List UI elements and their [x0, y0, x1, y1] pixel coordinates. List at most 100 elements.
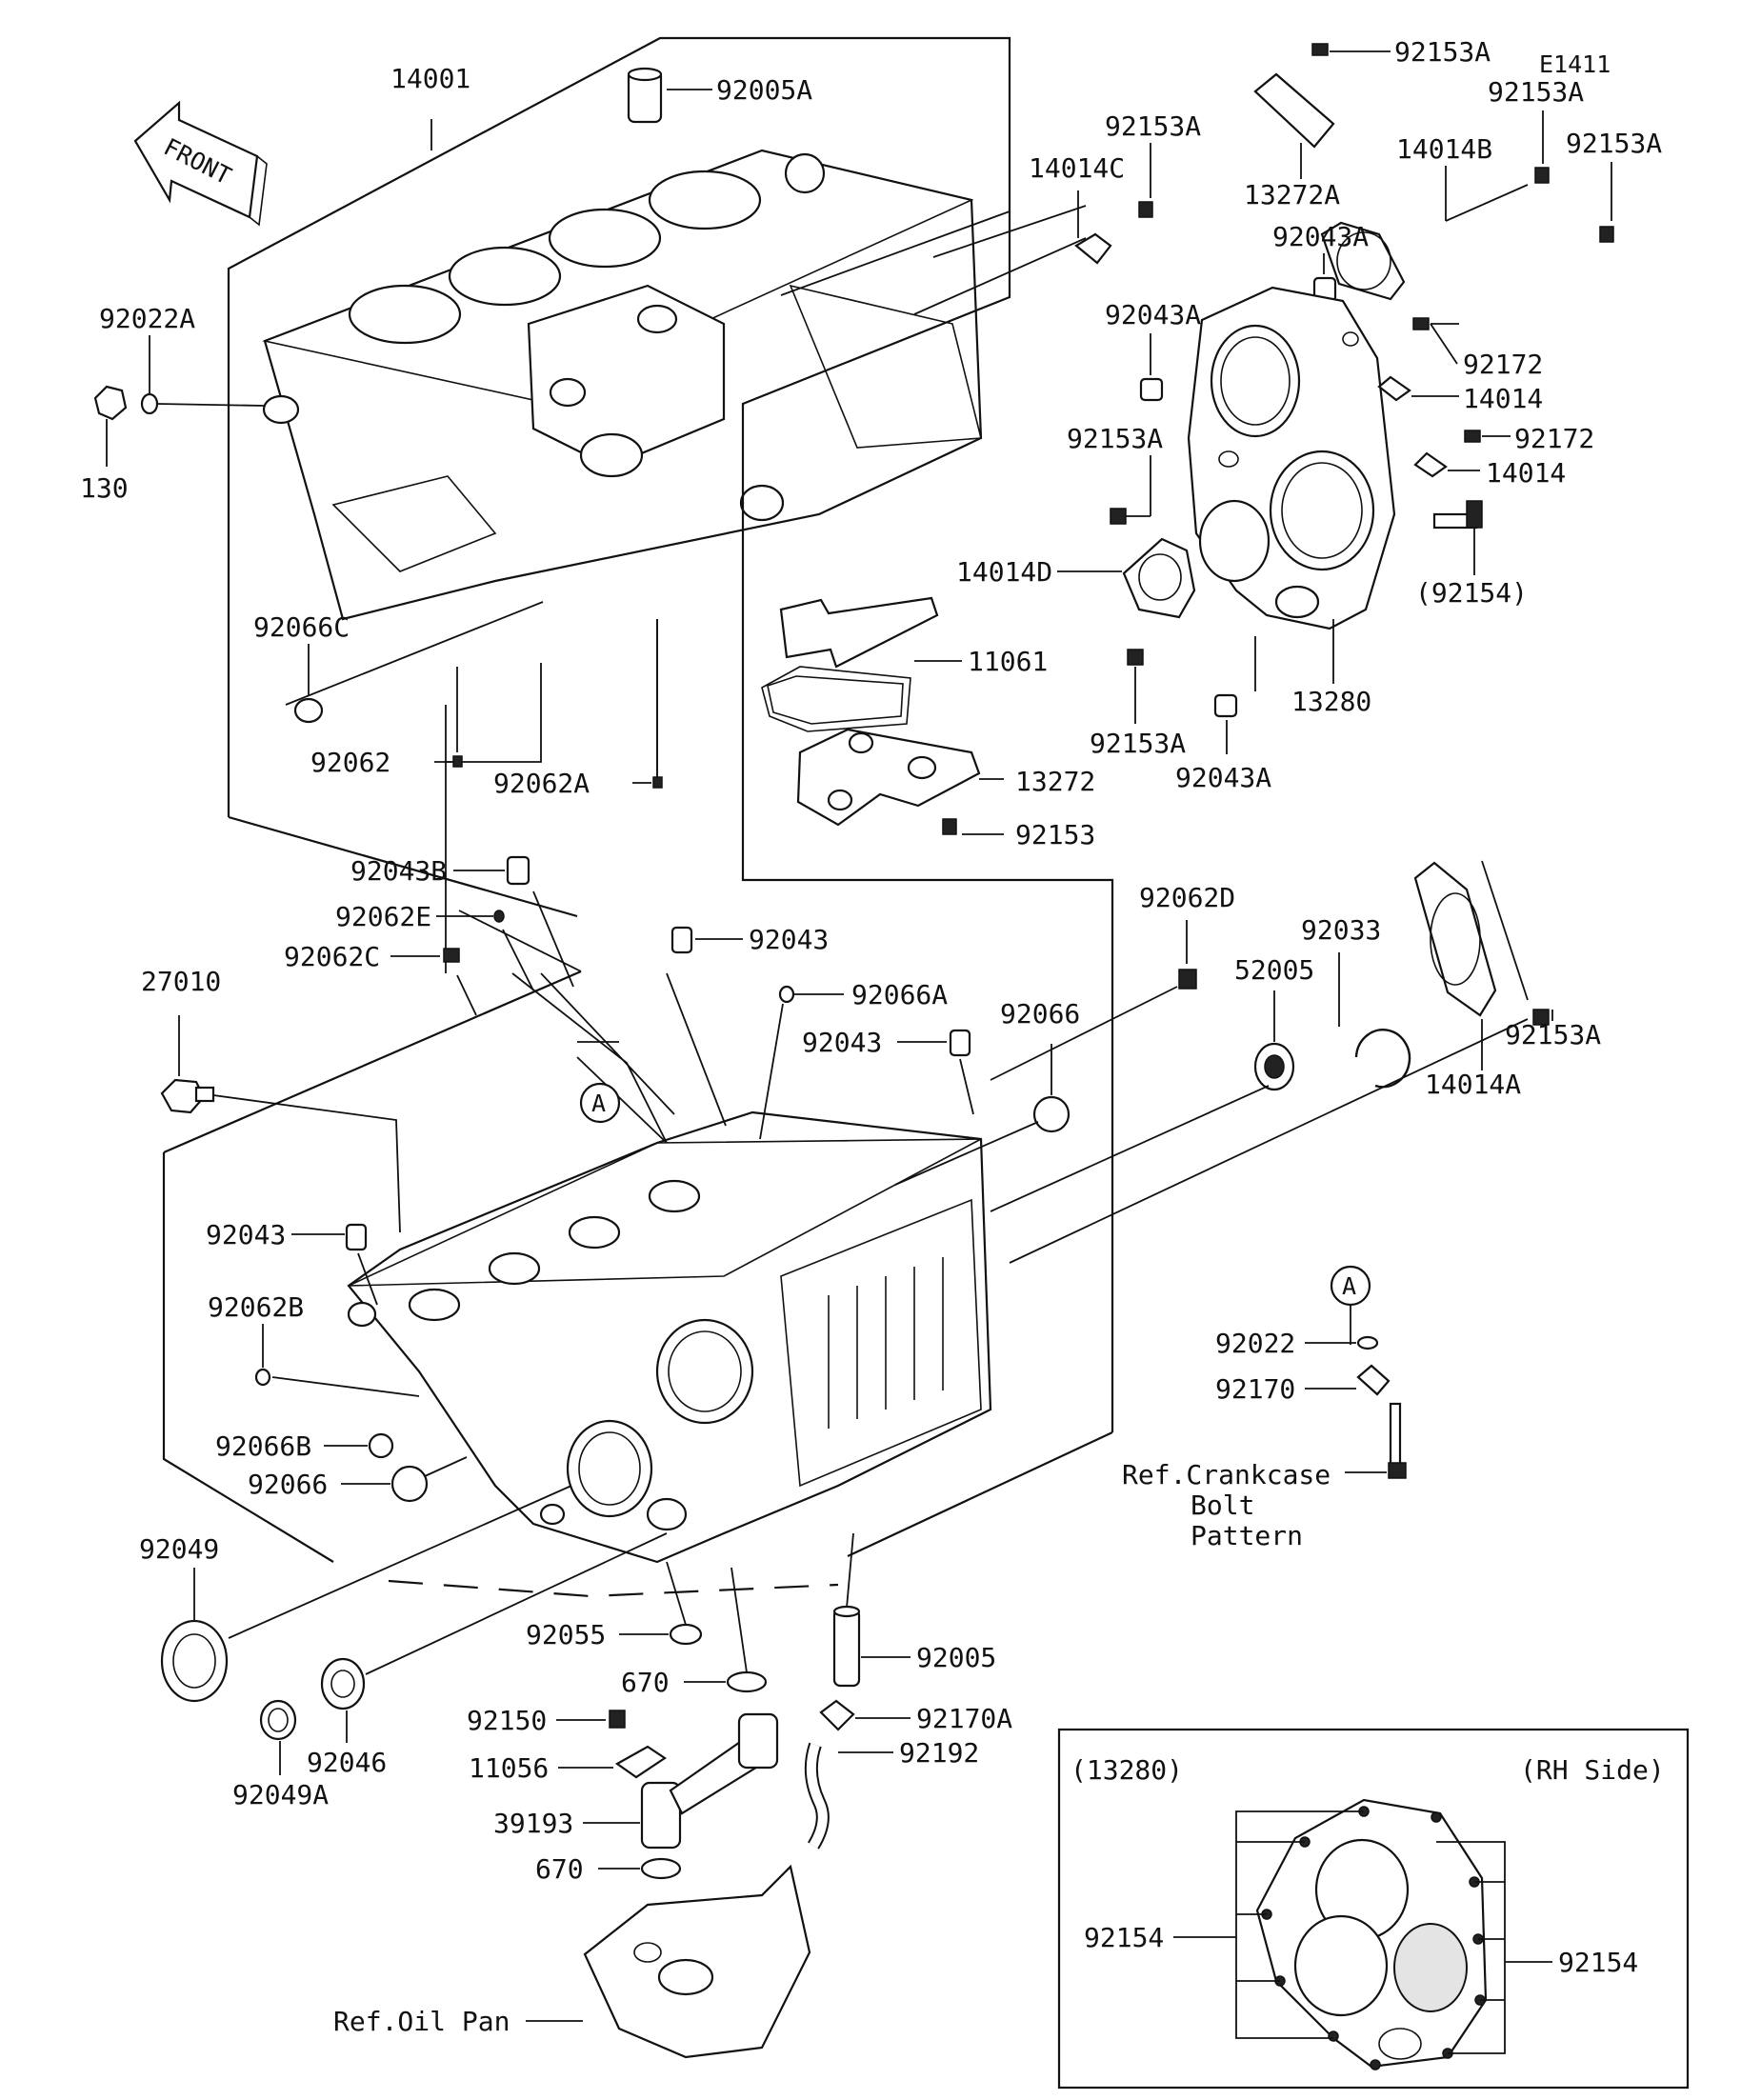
label-27010: 27010	[141, 966, 221, 997]
gasket-14014D: 14014D	[956, 537, 1196, 619]
inset-title: (13280)	[1071, 1754, 1183, 1786]
label-11061: 11061	[968, 646, 1048, 677]
dowel-92043B: 92043B	[350, 855, 574, 988]
gasket-11061: 11061	[761, 596, 1048, 732]
label-92150: 92150	[467, 1705, 547, 1736]
pin-92062E: 92062E	[335, 901, 534, 991]
label-130: 130	[80, 472, 129, 504]
label-52005: 52005	[1234, 954, 1314, 986]
marker-A-lower-case: A	[577, 1041, 621, 1124]
label-92192: 92192	[899, 1737, 979, 1769]
label-92043-1: 92043	[749, 924, 829, 955]
label-92066-1: 92066	[1000, 998, 1080, 1030]
label-92043A-2: 92043A	[1105, 299, 1201, 330]
dowel-92043-2: 92043	[802, 1027, 974, 1115]
plug-92066B: 92066B	[215, 1430, 394, 1462]
label-13272: 13272	[1015, 766, 1095, 797]
label-92066-2: 92066	[248, 1469, 328, 1500]
upper-crankcase	[262, 149, 983, 621]
label-92055: 92055	[526, 1619, 606, 1650]
marker-A-label-2: A	[1342, 1272, 1356, 1300]
label-92022: 92022	[1215, 1328, 1295, 1359]
seal-92049: 92049	[139, 1485, 572, 1703]
lower-case-frame	[162, 1152, 334, 1563]
washer-92022: 92022	[1215, 1328, 1379, 1359]
dowel-92005A: 92005A	[627, 67, 812, 124]
label-ref-crankcase-pattern: Pattern	[1191, 1520, 1303, 1551]
bearing-92046: 92046	[307, 1532, 668, 1778]
inset-side: (RH Side)	[1520, 1754, 1665, 1786]
label-ref-crankcase-bolt: Bolt	[1191, 1490, 1254, 1521]
label-92043A-3: 92043A	[1175, 762, 1271, 793]
pin-92062D: 92062D	[990, 882, 1235, 1081]
inset-cover-13280	[1255, 1798, 1488, 2070]
label-92049: 92049	[139, 1533, 219, 1565]
label-92062E: 92062E	[335, 901, 431, 932]
label-92062C: 92062C	[284, 941, 380, 972]
pin-92062: 92062	[310, 667, 463, 778]
pin-92062B: 92062B	[208, 1291, 420, 1397]
label-92066B: 92066B	[215, 1430, 311, 1462]
label-92154-paren: (92154)	[1415, 577, 1528, 609]
label-92043-3: 92043	[206, 1219, 286, 1250]
label-670-1: 670	[621, 1667, 670, 1698]
pin-92062A: 92062A	[493, 768, 663, 799]
clamp-92170: 92170	[1215, 1364, 1391, 1405]
cover-13272A: 13272A	[1244, 72, 1340, 210]
label-14014C: 14014C	[1029, 152, 1125, 184]
marker-A-label-1: A	[591, 1090, 606, 1117]
label-92049A: 92049A	[232, 1779, 329, 1810]
label-92153: 92153	[1015, 819, 1095, 850]
plug-92066C: 92066C	[253, 611, 350, 724]
plate-14014C: 14014C	[1029, 152, 1125, 265]
label-92062D: 92062D	[1139, 882, 1235, 913]
bolt-92153A-14014B-b: 92153A	[1566, 128, 1662, 243]
marker-A-bolt-pattern: A	[1330, 1265, 1371, 1345]
label-92062A: 92062A	[493, 768, 590, 799]
dowel-92043-3: 92043	[206, 1219, 378, 1306]
hose-92192: 92192	[804, 1737, 979, 1850]
bracket-11056: 11056	[469, 1745, 667, 1784]
inset-box	[1057, 1728, 1690, 2090]
label-92153A-7: 92153A	[1505, 1019, 1601, 1050]
clamp-14014-1: 14014	[1377, 375, 1543, 414]
label-92033: 92033	[1301, 914, 1381, 946]
bolt-92153A-top: 92153A	[1311, 36, 1491, 68]
pin-92062C: 92062C	[284, 941, 477, 1016]
bolt-92150: 92150	[467, 1705, 626, 1736]
plug-92066-1: 92066	[894, 998, 1080, 1186]
dowel-92043A-3: 92043A	[1175, 693, 1271, 793]
front-arrow-icon: FRONT	[133, 100, 268, 227]
cover-13280: 13280	[1187, 286, 1396, 717]
clamp-14014-2: 14014	[1413, 451, 1566, 489]
upper-case-frame	[227, 36, 1011, 817]
oring-670-1: 670	[621, 1567, 768, 1698]
inset-label-92154-left: 92154	[1084, 1922, 1164, 1953]
label-92043B: 92043B	[350, 855, 447, 887]
bolt-ref-crankcase: Ref.Crankcase Bolt Pattern	[1122, 1402, 1407, 1551]
plug-92066A: 92066A	[759, 979, 948, 1140]
label-11056: 11056	[469, 1752, 549, 1784]
switch-27010: 27010	[141, 966, 401, 1233]
label-670-2: 670	[535, 1853, 584, 1885]
seal-92049A: 92049A	[232, 1699, 329, 1810]
bolt-92153A-14014B-a: 92153A	[1488, 76, 1584, 184]
label-ref-crankcase: Ref.Crankcase	[1122, 1459, 1331, 1490]
oil-pan: Ref.Oil Pan	[333, 1864, 811, 2059]
label-92062B: 92062B	[208, 1291, 304, 1323]
bolt-92154: (92154)	[1415, 500, 1528, 609]
bolt-92153A-6: 92153A	[1090, 649, 1186, 759]
label-14014D: 14014D	[956, 556, 1052, 588]
bolt-92153A-5: 92153A	[1067, 423, 1163, 525]
label-13280: 13280	[1291, 686, 1371, 717]
pipe-39193: 39193	[493, 1712, 779, 1850]
clamp-92170A: 92170A	[819, 1699, 1012, 1734]
label-92022A: 92022A	[99, 303, 195, 334]
label-13272A: 13272A	[1244, 179, 1340, 210]
label-92005A: 92005A	[716, 74, 812, 106]
label-14014A: 14014A	[1425, 1069, 1521, 1100]
label-92046: 92046	[307, 1747, 387, 1778]
label-ref-oil-pan: Ref.Oil Pan	[333, 2006, 510, 2037]
plug-92066-2: 92066	[248, 1456, 468, 1503]
